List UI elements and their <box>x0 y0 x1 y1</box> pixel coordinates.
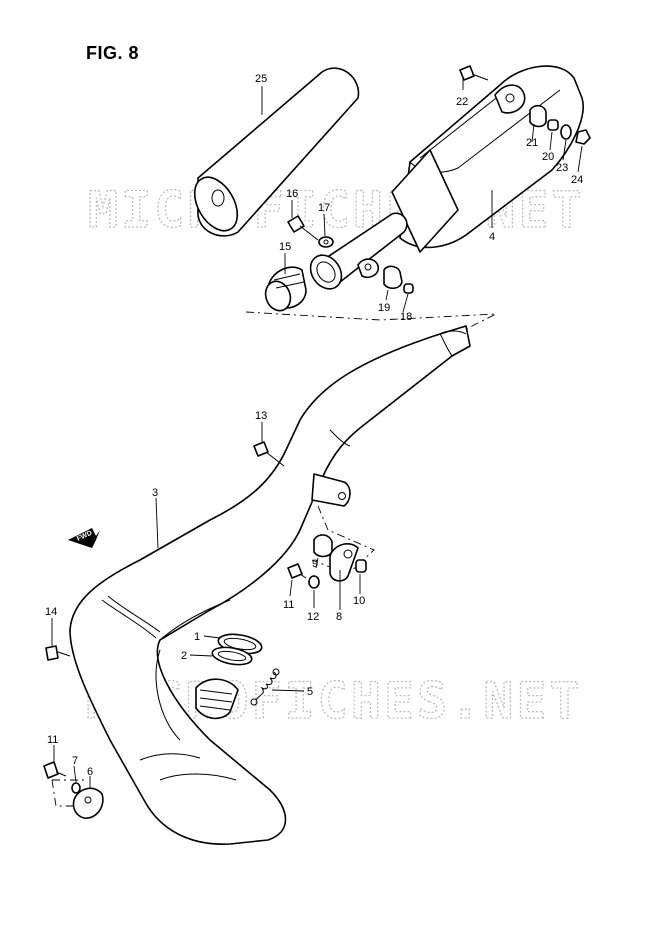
collar-18 <box>403 283 414 294</box>
washer-7 <box>71 782 81 794</box>
callout-18: 18 <box>400 311 412 323</box>
spring-5 <box>250 668 280 706</box>
forward-direction-marker: FWD <box>68 528 100 548</box>
cap-6 <box>72 787 104 819</box>
nut-24 <box>575 129 591 145</box>
bolt-13 <box>253 441 285 467</box>
callout-4: 4 <box>489 231 495 243</box>
bolt-11-lower <box>43 761 67 779</box>
callout-16: 16 <box>286 188 298 200</box>
callout-24: 24 <box>571 174 583 186</box>
callout-3: 3 <box>152 487 158 499</box>
washer-23 <box>560 124 572 140</box>
callout-7: 7 <box>72 755 78 767</box>
callout-15: 15 <box>279 241 291 253</box>
callout-12: 12 <box>307 611 319 623</box>
callout-9: 9 <box>312 558 318 570</box>
grommet-21 <box>529 104 547 128</box>
plate-8 <box>329 543 359 582</box>
callout-1: 1 <box>194 631 200 643</box>
callout-23: 23 <box>556 162 568 174</box>
callout-19: 19 <box>378 302 390 314</box>
expansion-chamber <box>69 325 471 845</box>
callout-22: 22 <box>456 96 468 108</box>
bolt-14 <box>45 645 71 661</box>
collar-20 <box>547 119 559 131</box>
callout-11-upper: 11 <box>283 599 294 611</box>
exhaust-joint <box>264 266 307 312</box>
callout-17: 17 <box>318 202 330 214</box>
callout-13: 13 <box>255 410 267 422</box>
figure-title: FIG. 8 <box>86 43 140 63</box>
gasket-2 <box>211 646 253 666</box>
muffler-packing <box>193 67 360 237</box>
grommet-9 <box>313 534 333 558</box>
callout-25: 25 <box>255 73 267 85</box>
callout-5: 5 <box>307 686 313 698</box>
mount-link-line <box>311 505 375 575</box>
washer-12 <box>308 575 320 589</box>
callout-6: 6 <box>87 766 93 778</box>
bolt-16 <box>287 215 319 241</box>
grommet-19 <box>383 265 403 290</box>
mounting-bracket <box>311 473 351 507</box>
bolt-11-upper <box>287 563 307 579</box>
callout-8: 8 <box>336 611 342 623</box>
callout-14: 14 <box>45 606 57 618</box>
callout-10: 10 <box>353 595 365 607</box>
callout-21: 21 <box>526 137 538 149</box>
callout-11-lower: 11 <box>47 734 58 746</box>
collar-10 <box>355 559 367 573</box>
leader-lines <box>51 78 583 788</box>
callout-20: 20 <box>542 151 554 163</box>
assembly-link-line <box>245 311 497 343</box>
callout-2: 2 <box>181 650 187 662</box>
washer-17 <box>318 236 334 248</box>
cap-link-line <box>51 779 84 807</box>
bolt-22 <box>459 65 489 81</box>
